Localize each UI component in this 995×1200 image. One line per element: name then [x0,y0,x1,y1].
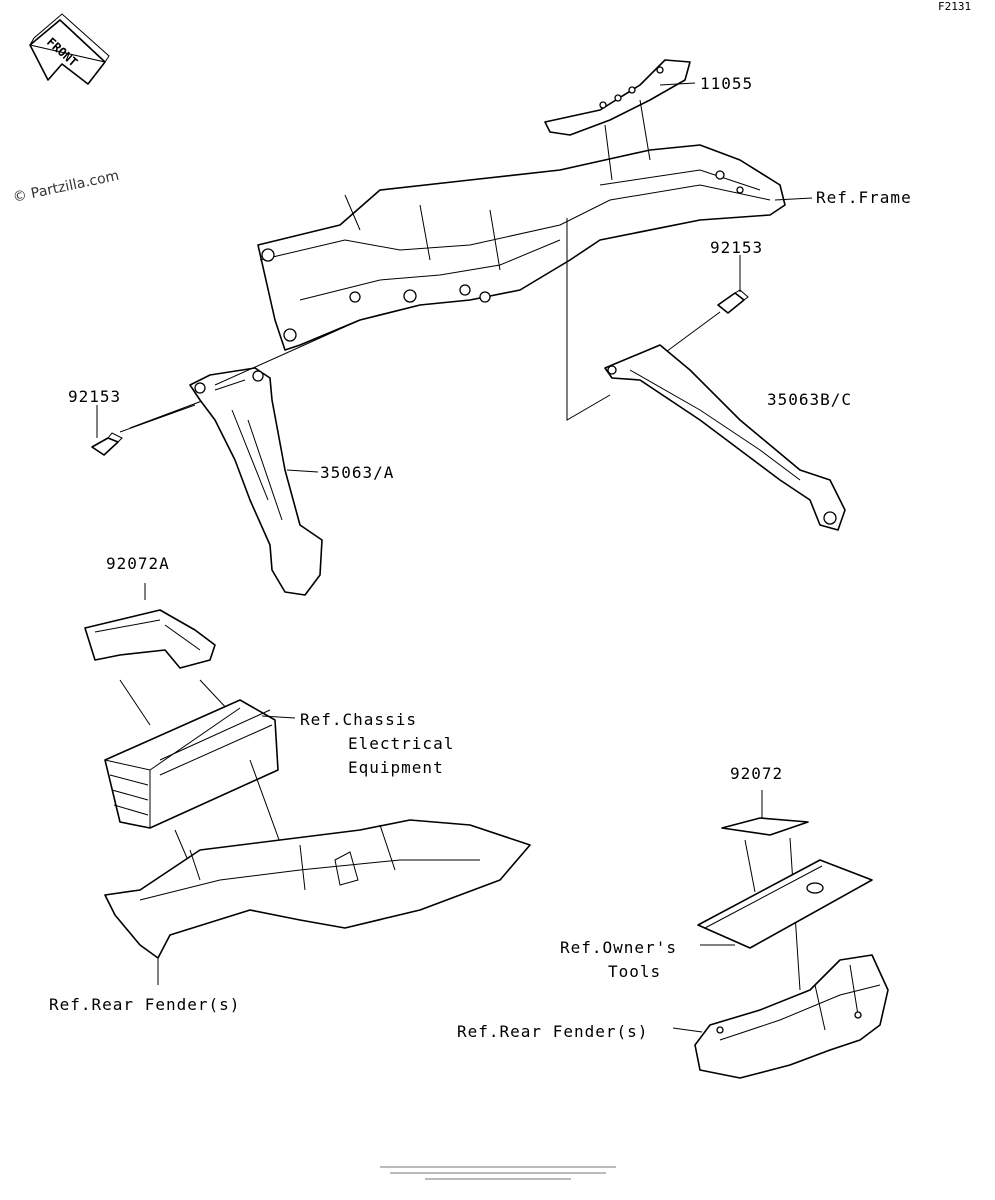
bolt-92153-left [91,397,211,456]
bracket-11055 [544,59,691,181]
label-ref-owners-line1: Ref.Owner's [560,938,677,957]
figure-code: F2131 [938,0,971,13]
label-35063a: 35063/A [320,463,394,482]
main-frame [257,144,786,351]
label-11055: 11055 [700,74,753,93]
chassis-electrical-unit [104,699,296,901]
label-35063bc: 35063B/C [767,390,852,409]
label-ref-chassis-line3: Equipment [348,758,444,777]
label-ref-frame: Ref.Frame [816,188,912,207]
owners-tools [697,859,873,949]
leader-11055 [659,82,696,86]
label-92153-left: 92153 [68,387,121,406]
bolt-92153-right [654,289,749,361]
footer-fine-print [380,1166,616,1180]
front-arrow-icon: FRONT [29,13,110,85]
rear-fender-left [104,819,531,985]
label-ref-rear-fender-left: Ref.Rear Fender(s) [49,995,240,1014]
label-92072: 92072 [730,764,783,783]
rear-fender-right [672,954,889,1079]
bracket-35063bc [566,218,846,531]
holder-92072a [84,583,231,726]
strap-92072 [721,790,809,991]
label-ref-chassis-line1: Ref.Chassis [300,710,417,729]
leader-35063a [286,469,319,473]
watermark: © Partzilla.com [12,168,121,206]
label-ref-chassis-line2: Electrical [348,734,454,753]
label-ref-owners-line2: Tools [608,962,661,981]
label-ref-rear-fender-right: Ref.Rear Fender(s) [457,1022,648,1041]
bracket-35063a [189,319,361,596]
label-92153-right: 92153 [710,238,763,257]
label-92072a: 92072A [106,554,170,573]
leader-ref-frame [774,197,813,201]
